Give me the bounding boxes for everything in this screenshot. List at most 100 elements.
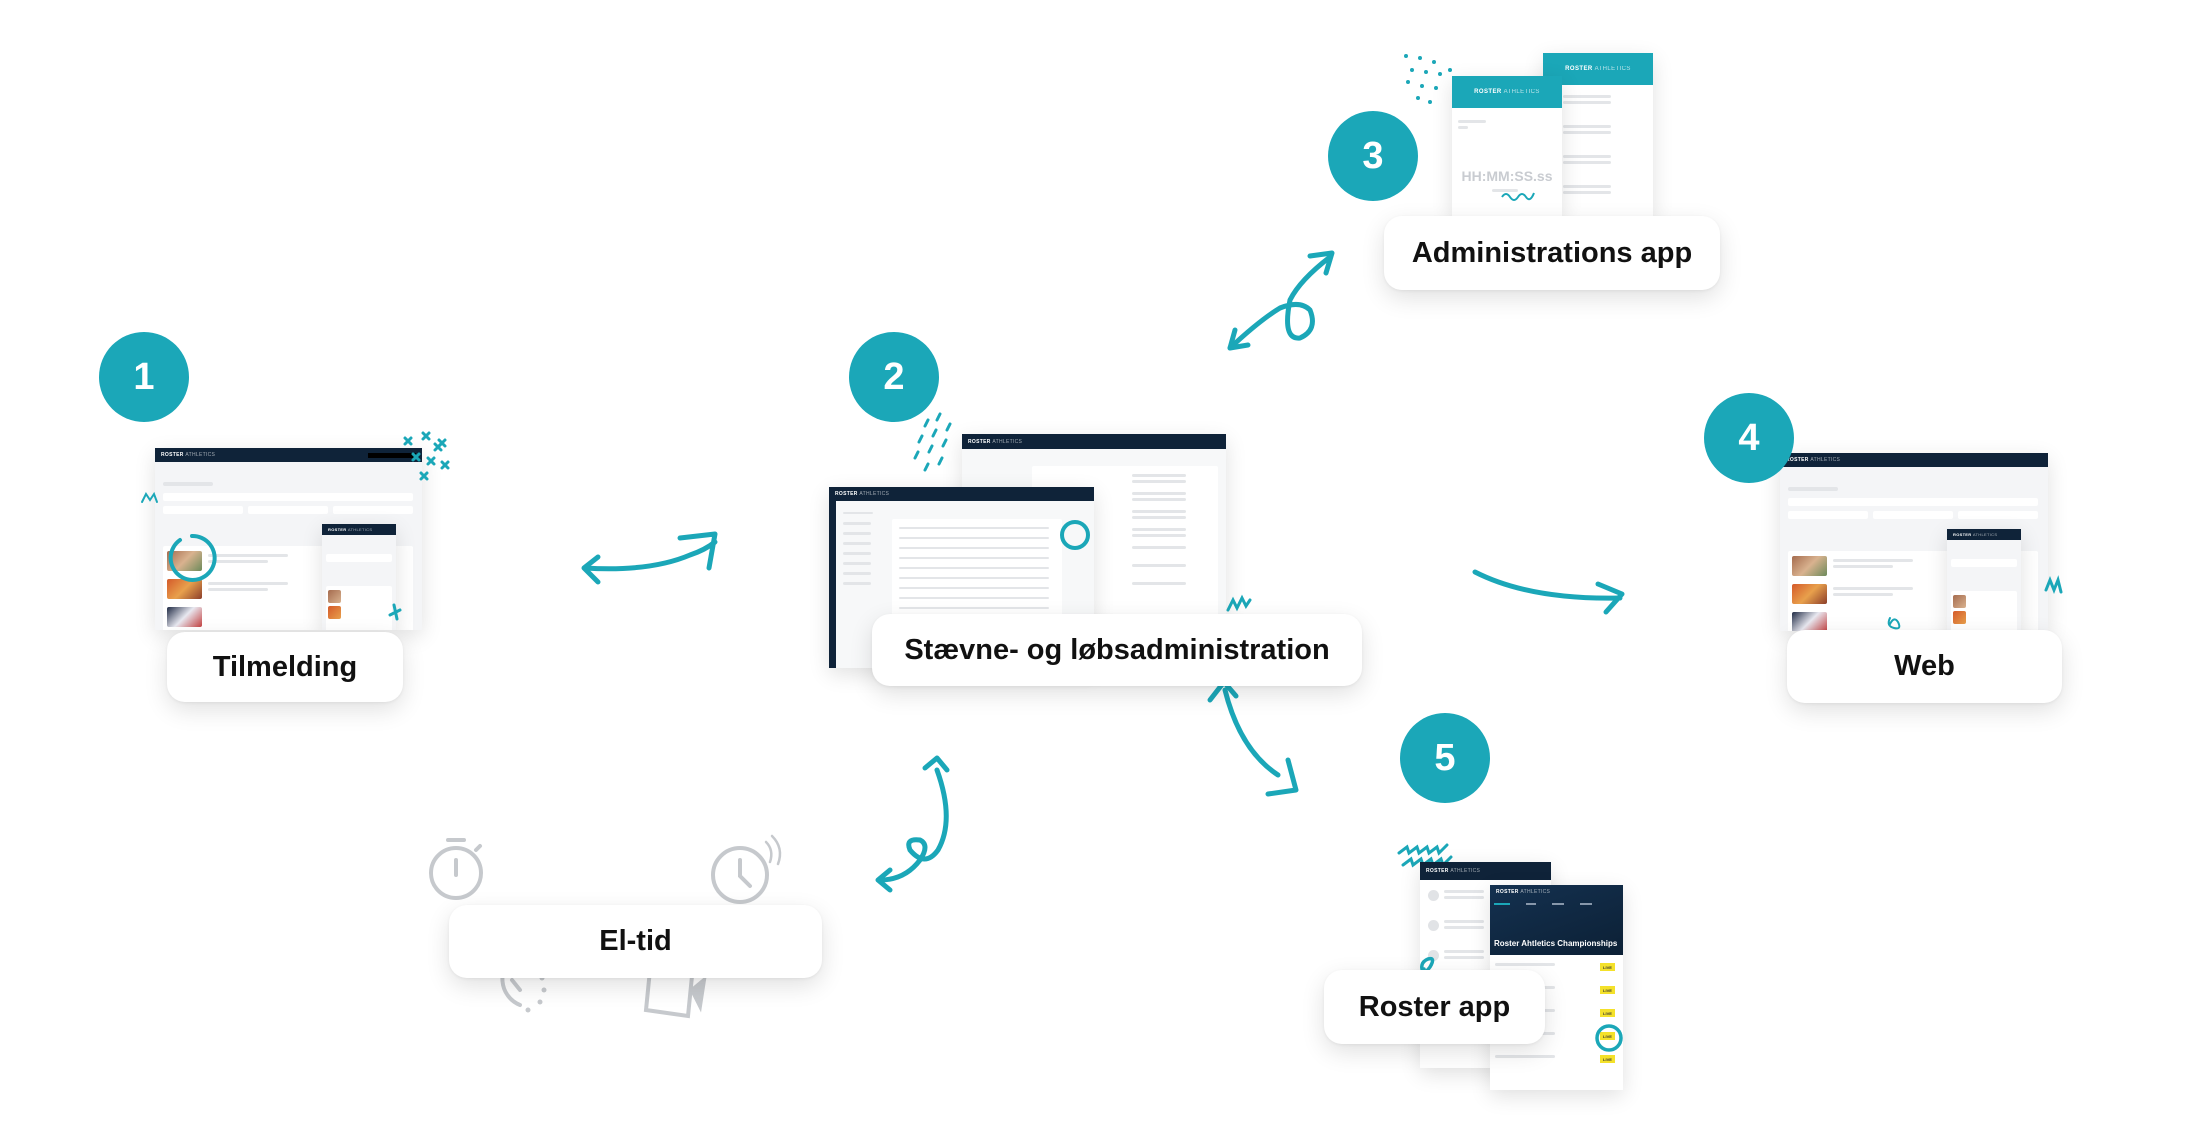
- table-row: [899, 597, 1049, 599]
- decorative-doodles: [1060, 520, 1252, 612]
- arrow-admin-to-roster-app: [1207, 679, 1299, 797]
- step-label-web: Web: [1787, 630, 2062, 703]
- placeholder-input: [248, 506, 328, 514]
- step-number-badge-3: 3: [1328, 111, 1418, 201]
- placeholder-text: [1833, 559, 1913, 562]
- placeholder-text: [843, 542, 871, 545]
- event-thumbnail: [1792, 612, 1827, 631]
- tab[interactable]: [1580, 903, 1592, 905]
- placeholder-text: [1458, 120, 1486, 123]
- wave-doodle: [1501, 192, 1535, 201]
- table-row: [899, 587, 1049, 589]
- app-navbar: ROSTER ATHLETICS: [829, 487, 1094, 501]
- placeholder-text: [843, 532, 871, 535]
- placeholder-text: [208, 560, 268, 563]
- event-title: Roster Ahtletics Championships: [1494, 939, 1618, 948]
- step-number-badge-5: 5: [1400, 713, 1490, 803]
- placeholder-input: [163, 506, 243, 514]
- event-thumbnail: [1792, 584, 1827, 604]
- placeholder-text: [208, 554, 288, 557]
- brand-logo: ROSTER ATHLETICS: [1426, 868, 1481, 874]
- placeholder-input: [1788, 511, 1868, 519]
- tab[interactable]: [1552, 903, 1564, 905]
- placeholder-text: [1563, 155, 1611, 158]
- placeholder-text: [1563, 131, 1611, 134]
- app-navbar: ROSTER ATHLETICS: [1490, 885, 1623, 899]
- table-header: [899, 527, 1049, 529]
- placeholder-text: [1444, 956, 1484, 959]
- brand-logo: ROSTER ATHLETICS: [835, 491, 890, 497]
- placeholder-text: [843, 512, 873, 514]
- placeholder-text: [1495, 963, 1555, 966]
- placeholder-input: [1951, 559, 2017, 567]
- step-label-admin-app: Administrations app: [1384, 216, 1720, 290]
- brand-logo: ROSTER ATHLETICS: [1786, 457, 1841, 463]
- step-number-badge-2: 2: [849, 332, 939, 422]
- placeholder-input: [326, 554, 392, 562]
- step-number: 3: [1362, 134, 1384, 177]
- table-row: [899, 557, 1049, 559]
- web-screenshot: ROSTER ATHLETICS ROSTER ATHLETICS: [1780, 453, 2048, 631]
- placeholder-text: [208, 582, 288, 585]
- placeholder-text: [843, 552, 871, 555]
- step-number: 2: [883, 355, 905, 398]
- stopwatch-icon: [429, 838, 483, 900]
- arrow-admin-to-admin-app: [1227, 250, 1335, 351]
- label-text: Stævne- og løbsadministration: [904, 633, 1330, 666]
- live-badge: LIVE: [1600, 1055, 1615, 1063]
- placeholder-text: [1132, 528, 1186, 531]
- event-thumbnail: [167, 607, 202, 627]
- mobile-preview: ROSTER ATHLETICS: [322, 524, 396, 630]
- table-row: [899, 607, 1049, 609]
- mobile-preview: ROSTER ATHLETICS: [1947, 529, 2021, 631]
- brand-logo: ROSTER ATHLETICS: [1565, 66, 1631, 72]
- camera-icon: [643, 968, 707, 1019]
- mobile-navbar: ROSTER ATHLETICS: [322, 524, 396, 535]
- live-badge: LIVE: [1600, 1032, 1615, 1040]
- event-thumbnail: [1792, 556, 1827, 576]
- table-row: [899, 567, 1049, 569]
- step-number-badge-1: 1: [99, 332, 189, 422]
- app-header: ROSTER ATHLETICS: [1452, 76, 1562, 108]
- placeholder-text: [1132, 498, 1186, 501]
- placeholder-text: [843, 582, 871, 585]
- tab-bar: [1494, 903, 1592, 905]
- app-navbar: ROSTER ATHLETICS: [155, 448, 422, 462]
- sidebar: [829, 501, 836, 668]
- mobile-navbar: ROSTER ATHLETICS: [1947, 529, 2021, 540]
- placeholder-text: [1132, 534, 1186, 537]
- brand-logo: ROSTER ATHLETICS: [1953, 532, 1998, 537]
- placeholder-text: [1444, 926, 1484, 929]
- placeholder-input: [1788, 498, 2038, 506]
- placeholder-text: [1132, 510, 1186, 513]
- label-text: Administrations app: [1411, 236, 1693, 269]
- placeholder-text: [1132, 474, 1186, 477]
- live-badge: LIVE: [1600, 963, 1615, 971]
- tab[interactable]: [1526, 903, 1536, 905]
- step-number-badge-4: 4: [1704, 393, 1794, 483]
- step-number: 1: [133, 355, 155, 398]
- step-label-event-administration: Stævne- og løbsadministration: [872, 614, 1362, 686]
- brand-logo: ROSTER ATHLETICS: [1474, 89, 1540, 95]
- placeholder-text: [1132, 516, 1186, 519]
- tab-active[interactable]: [1494, 903, 1510, 905]
- brand-logo: ROSTER ATHLETICS: [161, 452, 216, 458]
- live-badge: LIVE: [1600, 1009, 1615, 1017]
- placeholder-text: [163, 482, 213, 486]
- placeholder-input: [163, 493, 413, 501]
- placeholder-text: [1563, 125, 1611, 128]
- roster-app-phone-front: ROSTER ATHLETICS Roster Ahtletics Champi…: [1490, 885, 1623, 1090]
- placeholder-text: [843, 562, 871, 565]
- event-thumbnail: [328, 606, 341, 619]
- decorative-doodles: [141, 431, 450, 621]
- placeholder-text: [1444, 896, 1484, 899]
- avatar-placeholder: [1428, 890, 1439, 901]
- brand-logo: ROSTER ATHLETICS: [328, 527, 373, 532]
- step-label-registration: Tilmelding: [167, 632, 403, 702]
- placeholder-text: [1563, 161, 1611, 164]
- app-navbar: ROSTER ATHLETICS: [1780, 453, 2048, 467]
- placeholder-text: [1444, 950, 1484, 953]
- live-badge: LIVE: [1600, 986, 1615, 994]
- placeholder-text: [1563, 101, 1611, 104]
- arrow-registration-to-admin: [581, 531, 718, 585]
